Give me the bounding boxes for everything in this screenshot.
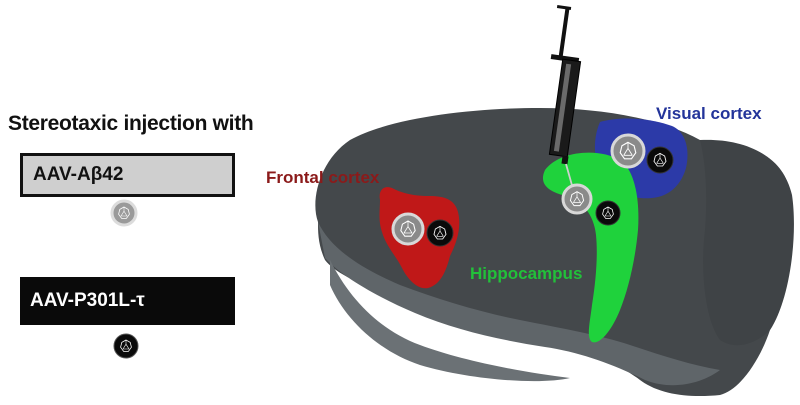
- grey-neuron-icon: [391, 212, 425, 246]
- hippocampus-region: [542, 152, 639, 343]
- vector-box-abeta: AAV-Aβ42: [20, 153, 235, 197]
- syringe-icon: [548, 5, 582, 197]
- grey-neuron-icon: [610, 133, 646, 169]
- hippocampus-label: Hippocampus: [470, 264, 583, 283]
- black-neuron-icon: [426, 219, 454, 247]
- black-neuron-icon: [646, 146, 674, 174]
- heading: Stereotaxic injection with: [8, 112, 254, 135]
- visual-cortex-label: Visual cortex: [656, 104, 762, 123]
- vector-label-tau: AAV-P301L-τ: [30, 290, 145, 311]
- vector-box-tau: AAV-P301L-τ: [20, 277, 235, 325]
- black-neuron-icon: [595, 200, 621, 226]
- black-neuron-icon: [113, 333, 139, 359]
- grey-neuron-icon: [561, 183, 593, 215]
- vector-label-abeta: AAV-Aβ42: [33, 164, 124, 185]
- grey-neuron-icon: [110, 199, 138, 227]
- frontal-cortex-label: Frontal cortex: [266, 168, 380, 187]
